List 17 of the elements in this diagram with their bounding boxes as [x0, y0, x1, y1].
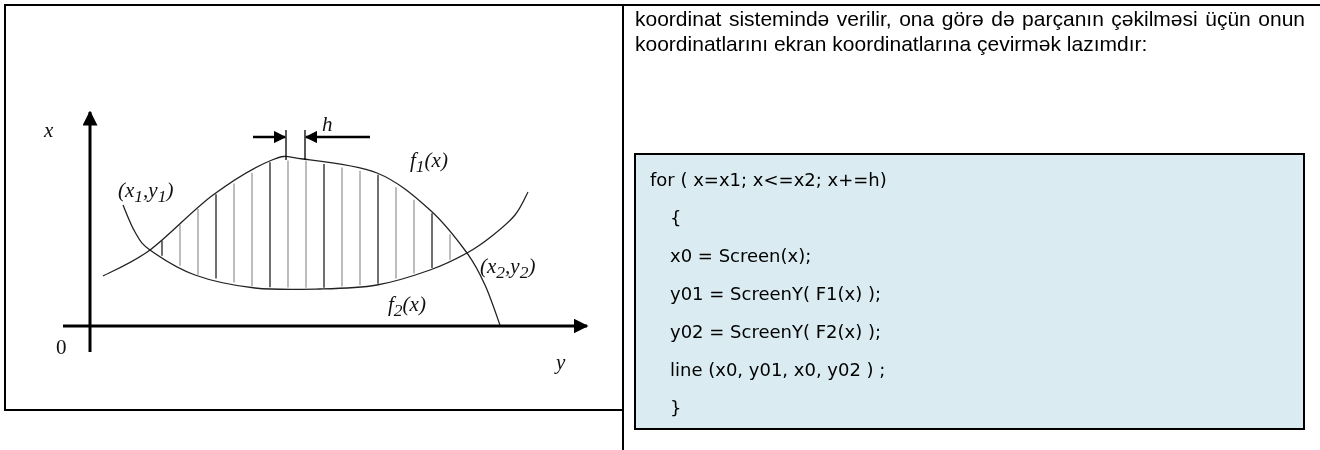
code-line: y02 = ScreenY( F2(x) );: [670, 320, 882, 344]
code-line: {: [670, 206, 682, 230]
axis-label: y: [556, 350, 566, 374]
paragraph: koordinat sistemində verilir, ona görə də parçanın çəkilməsi üçün onun koordinatlarını ekran koordinatlarına çevirmək lazımdır:: [635, 6, 1305, 56]
code-line: for ( x=x1; x<=x2; x+=h): [650, 168, 887, 192]
code-line: line (x0, y01, x0, y02 ) ;: [670, 358, 886, 382]
code-line: }: [670, 396, 682, 420]
point-label: (x$_{1}$,y$_{1}$): [118, 178, 174, 209]
origin-label: 0: [56, 335, 67, 359]
code-box: [634, 153, 1305, 430]
code-line: y01 = ScreenY( F1(x) );: [670, 282, 882, 306]
axis-label: x: [44, 118, 54, 142]
curve-label: f$_{1}$(x): [410, 148, 448, 179]
dimension-label: h: [322, 112, 333, 136]
point-label: (x$_{2}$,y$_{2}$): [480, 254, 536, 285]
code-line: x0 = Screen(x);: [670, 244, 812, 268]
curve-label: f$_{2}$(x): [388, 292, 426, 323]
